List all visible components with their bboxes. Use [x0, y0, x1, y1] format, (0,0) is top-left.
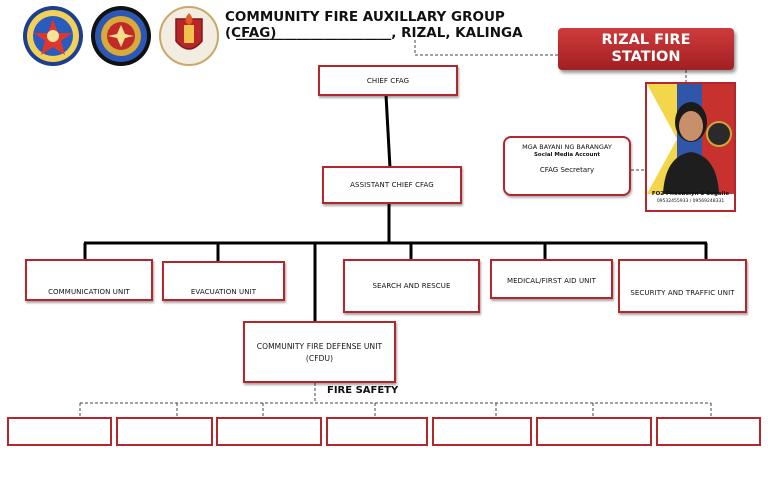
- medical-unit-label: MEDICAL/FIRST AID UNIT: [506, 277, 597, 285]
- fire-safety-box-3: [216, 417, 322, 446]
- station-label-line1: RIZAL FIRE: [601, 32, 691, 48]
- search-rescue-box: SEARCH AND RESCUE: [343, 259, 480, 313]
- chief-cfag-label: CHIEF CFAG: [366, 76, 410, 85]
- communication-unit-box: COMMUNICATION UNIT: [25, 259, 153, 301]
- secretary-line1: MGA BAYANI NG BARANGAY: [522, 143, 612, 151]
- fire-safety-label: FIRE SAFETY: [327, 385, 399, 396]
- bureau-fire-protection-icon: [90, 5, 152, 67]
- station-label-line2: STATION: [611, 49, 681, 65]
- cfdu-label-line1: COMMUNITY FIRE DEFENSE UNIT: [256, 341, 383, 351]
- bfp-seal-icon: [22, 5, 84, 67]
- evacuation-unit-box: EVACUATION UNIT: [162, 261, 285, 301]
- assistant-chief-box: ASSISTANT CHIEF CFAG: [322, 166, 462, 204]
- fire-safety-box-2: [116, 417, 213, 446]
- photo-name: FO2 Phoebelyn S Segalle: [651, 191, 730, 197]
- security-traffic-label: SECURITY AND TRAFFIC UNIT: [630, 289, 735, 297]
- fire-safety-box-4: [326, 417, 428, 446]
- fire-safety-box-1: [7, 417, 112, 446]
- fire-safety-box-5: [432, 417, 532, 446]
- fire-safety-box-6: [536, 417, 652, 446]
- chief-cfag-box: CHIEF CFAG: [318, 65, 458, 96]
- page-title: COMMUNITY FIRE AUXILLARY GROUP (CFAG): [225, 9, 505, 41]
- page-subtitle: _______________________, RIZAL, KALINGA: [236, 25, 523, 41]
- secretary-photo: FO2 Phoebelyn S Segalle 09532455933 / 09…: [645, 82, 736, 212]
- secretary-box: MGA BAYANI NG BARANGAY Social Media Acco…: [503, 136, 631, 196]
- rizal-fire-station-badge: RIZAL FIRE STATION: [558, 28, 734, 70]
- communication-unit-label: COMMUNICATION UNIT: [48, 288, 130, 296]
- assistant-chief-label: ASSISTANT CHIEF CFAG: [350, 181, 434, 189]
- fire-shield-icon: [158, 5, 220, 67]
- medical-unit-box: MEDICAL/FIRST AID UNIT: [490, 259, 613, 299]
- person-photo-icon: [647, 84, 734, 194]
- secretary-line2: Social Media Account: [533, 152, 601, 158]
- secretary-role: CFAG Secretary: [539, 166, 595, 174]
- search-rescue-label: SEARCH AND RESCUE: [372, 282, 451, 290]
- photo-phones: 09532455933 / 09569248331: [656, 199, 725, 204]
- cfdu-label-line2: (CFDU): [305, 353, 334, 363]
- cfdu-box: COMMUNITY FIRE DEFENSE UNIT (CFDU): [243, 321, 396, 383]
- evacuation-unit-label: EVACUATION UNIT: [190, 288, 257, 296]
- security-traffic-box: SECURITY AND TRAFFIC UNIT: [618, 259, 747, 313]
- fire-safety-box-7: [656, 417, 761, 446]
